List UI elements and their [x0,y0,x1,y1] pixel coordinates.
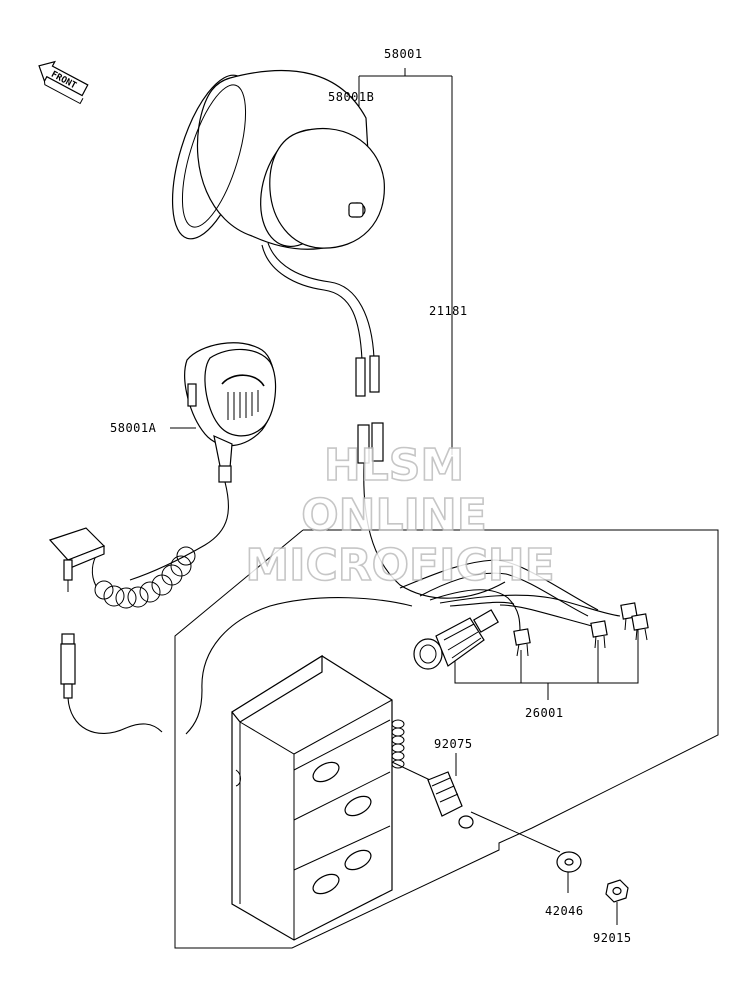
mic-right-angle-plug [48,527,106,592]
part-label-58001B: 58001B [328,90,374,104]
spade-terminals [513,602,649,657]
ring-connector [413,609,499,670]
microphone-unit [184,342,277,483]
watermark-line3: MICROFICHE [245,540,554,591]
watermark-line1: HLSM [324,440,464,491]
knob-92075 [391,761,474,829]
watermark-line2: ONLINE [301,490,487,541]
part-label-92075: 92075 [434,737,473,751]
mic-coiled-cord [91,481,230,609]
jack-cable [60,633,163,734]
harness-long-wire [185,597,413,735]
part-label-58001: 58001 [384,47,423,61]
speaker-unit [171,69,385,250]
speaker-wires [261,242,380,397]
part-label-42046: 42046 [545,904,584,918]
part-label-92015: 92015 [593,931,632,945]
front-arrow: FRONT [38,60,89,105]
leader-26001 [454,628,639,700]
leader-58001 [358,68,453,455]
control-box [231,654,405,941]
leader-42046 [470,811,569,893]
washer-42046 [556,851,582,873]
heatsink-fins [391,719,405,769]
nut-92015 [605,879,629,903]
mic-grille-pattern [221,374,265,420]
wire-harness [399,559,649,670]
assembly-frame [174,529,719,949]
connector-plugs [357,422,506,599]
watermark: HLSM ONLINE MICROFICHE [245,439,556,592]
part-label-26001: 26001 [525,706,564,720]
part-label-21181: 21181 [429,304,468,318]
part-label-58001A: 58001A [110,421,157,435]
